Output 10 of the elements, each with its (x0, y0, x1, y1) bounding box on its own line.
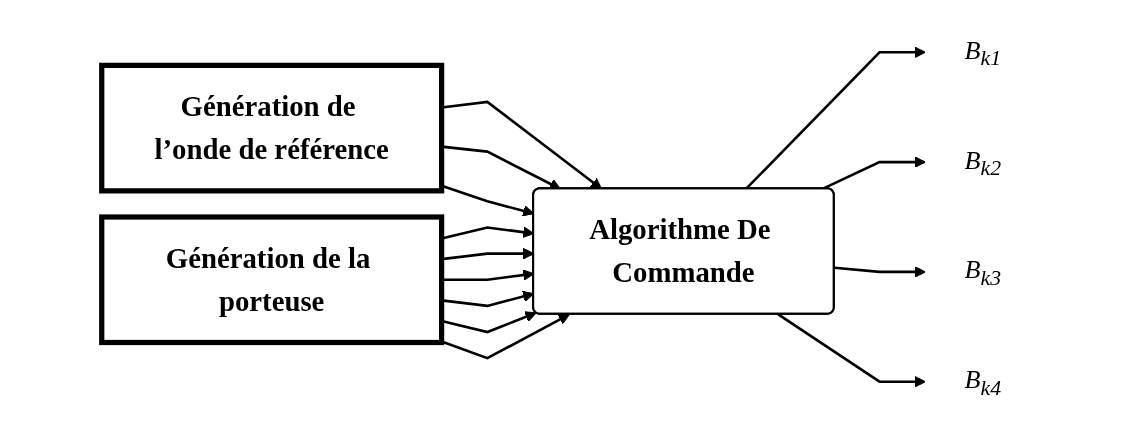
node-box: Génération de la porteuse (99, 214, 445, 346)
arrow (777, 313, 926, 388)
arrow (441, 313, 570, 360)
arrow (834, 266, 926, 278)
node-text: B$_{k3}$ (964, 254, 1002, 291)
arrow (745, 46, 926, 190)
node-text: B$_{k4}$ (964, 364, 1002, 401)
node-text: B$_{k1}$ (964, 35, 1002, 71)
node-box: Génération de l’onde de référence (99, 62, 445, 194)
node-text: B$_{k2}$ (964, 145, 1002, 181)
